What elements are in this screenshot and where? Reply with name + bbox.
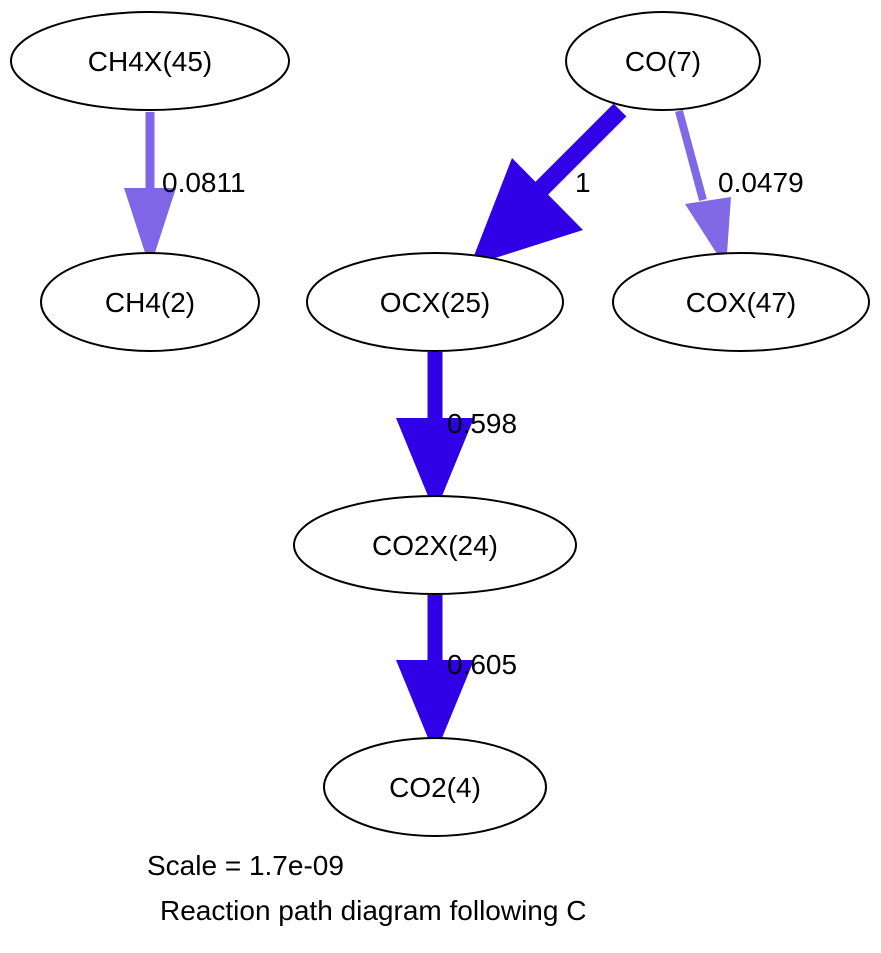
edge-ocx-to-co2x: 0.598 [396, 352, 517, 513]
edge-label-ocx-co2x: 0.598 [447, 408, 517, 439]
edge-co-to-ocx: 1 [470, 103, 627, 266]
node-co2x: CO2X(24) [293, 495, 577, 595]
edge-label-co-ocx: 1 [575, 167, 591, 198]
node-co2: CO2(4) [323, 737, 547, 837]
node-label-ocx: OCX(25) [380, 287, 490, 318]
node-label-co2x: CO2X(24) [372, 530, 498, 561]
edge-co2x-to-co2: 0.605 [396, 595, 517, 755]
node-label-co2: CO2(4) [389, 772, 481, 803]
node-ocx: OCX(25) [306, 252, 564, 352]
edge-co-to-cox: 0.0479 [675, 109, 804, 268]
node-ch4x: CH4X(45) [10, 11, 290, 111]
node-label-ch4: CH4(2) [105, 287, 195, 318]
node-label-co: CO(7) [625, 46, 701, 77]
node-co: CO(7) [565, 11, 761, 111]
node-cox: COX(47) [612, 252, 870, 352]
edge-label-co2x-co2: 0.605 [447, 649, 517, 680]
edge-label-ch4x-ch4: 0.0811 [162, 167, 246, 198]
edge-label-co-cox: 0.0479 [718, 167, 804, 198]
node-ch4: CH4(2) [40, 252, 260, 352]
edge-ch4x-to-ch4: 0.0811 [124, 112, 246, 268]
caption-scale: Scale = 1.7e-09 [147, 850, 344, 881]
caption-title: Reaction path diagram following C [160, 895, 586, 926]
node-label-cox: COX(47) [686, 287, 796, 318]
node-label-ch4x: CH4X(45) [88, 46, 212, 77]
